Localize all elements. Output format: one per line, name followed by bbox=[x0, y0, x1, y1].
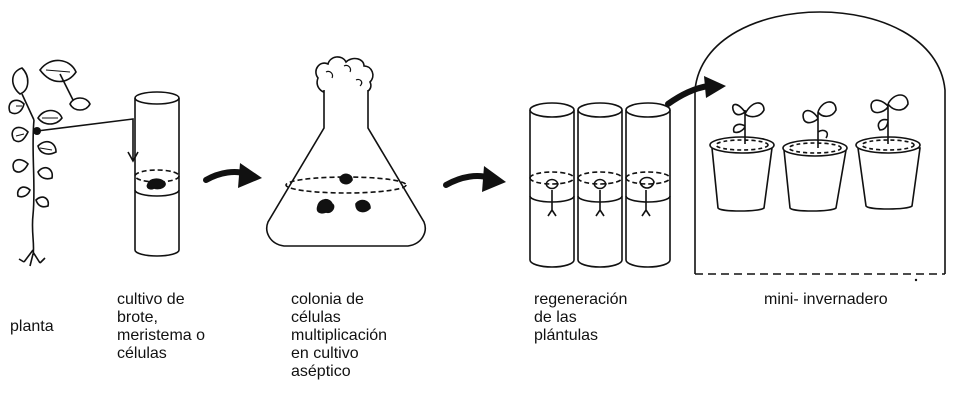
arrow-2 bbox=[443, 166, 506, 192]
label-colonia: colonia de células multiplicación en cul… bbox=[291, 291, 388, 380]
transfer-line bbox=[36, 118, 134, 160]
mini-greenhouse bbox=[694, 11, 946, 275]
arrow-3 bbox=[665, 76, 726, 107]
label-regeneracion: regeneración de las plántulas bbox=[534, 291, 628, 344]
regeneration-tubes bbox=[529, 102, 671, 268]
culture-tube bbox=[134, 91, 180, 257]
plant-illustration bbox=[8, 59, 91, 267]
label-planta: planta bbox=[10, 318, 54, 335]
culture-flask bbox=[266, 56, 426, 247]
arrow-1 bbox=[203, 163, 262, 188]
label-invernadero: mini- invernadero bbox=[764, 291, 888, 308]
label-cultivo: cultivo de brote, meristema o células bbox=[117, 291, 206, 362]
